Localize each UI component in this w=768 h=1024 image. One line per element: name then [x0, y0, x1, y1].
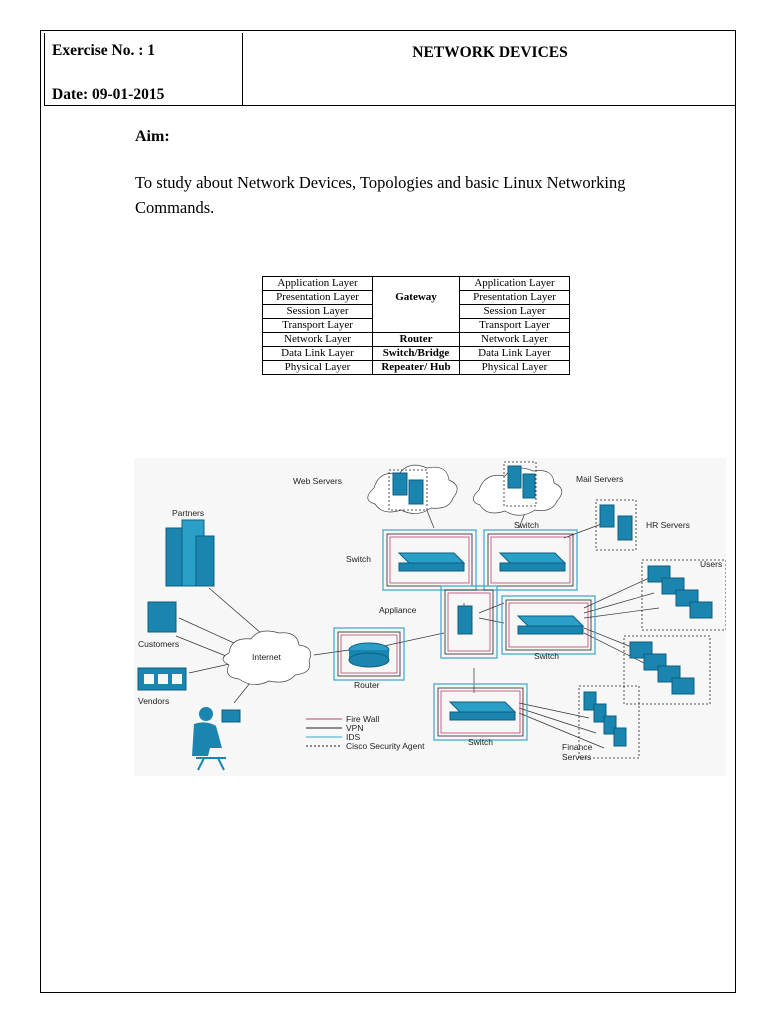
- router-icon: [333, 627, 405, 681]
- label-hr-servers: HR Servers: [646, 520, 690, 530]
- hr-servers-icon: [595, 499, 637, 551]
- header-box: [44, 33, 735, 106]
- table-row: Application Layer Gateway Application La…: [262, 276, 570, 333]
- osi-layer-left: Physical Layer: [262, 360, 373, 375]
- mail-servers-icon: [503, 461, 537, 507]
- network-diagram: Fire Wall VPN IDS Cisco Security Agent W…: [134, 458, 726, 776]
- osi-layer-right: Presentation Layer: [459, 290, 570, 305]
- exercise-number: Exercise No. : 1: [52, 42, 156, 59]
- label-router: Router: [354, 680, 380, 690]
- legend-ids-label: IDS: [346, 732, 361, 742]
- osi-layer-left: Transport Layer: [262, 318, 373, 333]
- label-switch-mid-right: Switch: [534, 651, 559, 661]
- label-web-servers: Web Servers: [293, 476, 342, 486]
- table-row: Network Layer Router Network Layer: [262, 332, 570, 347]
- users-workstations-icon: [623, 559, 726, 705]
- device-router: Router: [372, 332, 460, 347]
- label-switch-top-right: Switch: [514, 520, 539, 530]
- legend-firewall-label: Fire Wall: [346, 714, 379, 724]
- remote-user-icon: [192, 707, 241, 771]
- label-switch-top-left: Switch: [346, 554, 371, 564]
- osi-layer-left: Network Layer: [262, 332, 373, 347]
- page-border: [40, 30, 736, 993]
- osi-layer-left: Application Layer: [262, 276, 373, 291]
- table-row: Physical Layer Repeater/ Hub Physical La…: [262, 360, 570, 375]
- network-diagram-svg: Fire Wall VPN IDS Cisco Security Agent W…: [134, 458, 726, 776]
- page-title: NETWORK DEVICES: [412, 44, 568, 61]
- switch-top-left-icon: [382, 529, 477, 591]
- appliance-firewall-icon: [440, 585, 498, 659]
- osi-layer-right: Data Link Layer: [459, 346, 570, 361]
- cloud-internet: [222, 630, 311, 685]
- table-row: Data Link Layer Switch/Bridge Data Link …: [262, 346, 570, 361]
- finance-servers-icon: [578, 685, 640, 759]
- cloud-shapes: [222, 464, 563, 685]
- label-finance-servers-line2: Servers: [562, 752, 591, 762]
- device-repeater-hub: Repeater/ Hub: [372, 360, 460, 375]
- legend-vpn-label: VPN: [346, 723, 363, 733]
- switch-bottom-icon: [433, 683, 528, 741]
- osi-layer-left: Data Link Layer: [262, 346, 373, 361]
- osi-layer-right: Application Layer: [459, 276, 570, 291]
- label-vendors: Vendors: [138, 696, 169, 706]
- diagram-legend: Fire Wall VPN IDS Cisco Security Agent: [306, 714, 425, 751]
- table-row: Session Layer Session Layer: [262, 304, 570, 319]
- switch-top-right-icon: [483, 529, 578, 591]
- customers-building-icon: [147, 601, 177, 633]
- aim-text: To study about Network Devices, Topologi…: [135, 173, 626, 217]
- osi-layer-left: Presentation Layer: [262, 290, 373, 305]
- vendors-building-icon: [137, 667, 187, 691]
- device-switch-bridge: Switch/Bridge: [372, 346, 460, 361]
- label-appliance: Appliance: [379, 605, 417, 615]
- exercise-date: Date: 09-01-2015: [52, 86, 165, 103]
- osi-layer-left: Session Layer: [262, 304, 373, 319]
- switch-mid-right-icon: [501, 595, 596, 655]
- legend-csa-label: Cisco Security Agent: [346, 741, 425, 751]
- label-partners: Partners: [172, 508, 204, 518]
- label-switch-bottom: Switch: [468, 737, 493, 747]
- device-gateway: Gateway: [372, 276, 460, 333]
- osi-layer-right: Physical Layer: [459, 360, 570, 375]
- label-customers: Customers: [138, 639, 179, 649]
- table-row: Presentation Layer Presentation Layer: [262, 290, 570, 305]
- label-mail-servers: Mail Servers: [576, 474, 623, 484]
- label-finance-servers-line1: Finance: [562, 742, 593, 752]
- osi-layer-right: Session Layer: [459, 304, 570, 319]
- web-servers-icon: [388, 469, 428, 511]
- header-divider: [242, 33, 243, 106]
- osi-layer-right: Transport Layer: [459, 318, 570, 333]
- label-internet: Internet: [252, 652, 281, 662]
- label-users: Users: [700, 559, 722, 569]
- partners-building-icon: [165, 519, 215, 587]
- osi-device-table: Application Layer Gateway Application La…: [262, 276, 570, 375]
- osi-layer-right: Network Layer: [459, 332, 570, 347]
- aim-heading: Aim:: [135, 128, 170, 145]
